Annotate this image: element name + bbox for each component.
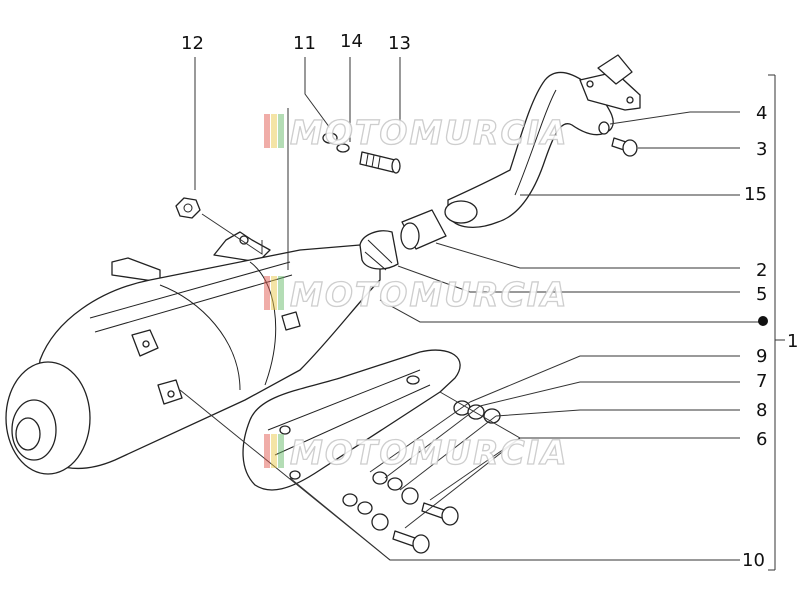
nut-12 xyxy=(175,197,201,219)
watermark-text-top: MOTOMURCIA xyxy=(290,113,569,152)
stud-bolt-13 xyxy=(359,151,401,174)
callout-4: 4 xyxy=(756,103,767,124)
heat-shield xyxy=(242,349,461,491)
callout-5: 5 xyxy=(756,284,767,305)
exhaust-gasket xyxy=(400,209,447,250)
screw-10-upper xyxy=(421,502,459,526)
callout-7: 7 xyxy=(756,371,767,392)
bushing-stack-middle xyxy=(372,471,419,505)
callout-11: 11 xyxy=(293,33,316,54)
callout-6: 6 xyxy=(756,429,767,450)
watermark-middle: MOTOMURCIA xyxy=(264,274,569,315)
callout-8: 8 xyxy=(756,400,767,421)
watermark-text-bottom: MOTOMURCIA xyxy=(290,433,569,472)
watermark-text-middle: MOTOMURCIA xyxy=(290,275,569,314)
callout-13: 13 xyxy=(388,33,411,54)
watermark-bottom: MOTOMURCIA xyxy=(264,432,569,473)
header-pipe xyxy=(444,54,641,228)
callout-10: 10 xyxy=(742,550,765,571)
callout-14: 14 xyxy=(340,31,363,52)
washer-4 xyxy=(598,121,610,135)
callout-labels: 12 11 14 13 4 3 15 2 5 1 9 7 8 6 10 xyxy=(181,31,798,571)
callout-2: 2 xyxy=(756,260,767,281)
reference-dot xyxy=(758,316,768,326)
muffler-assembly xyxy=(5,231,381,475)
callout-12: 12 xyxy=(181,33,204,54)
screw-10-lower xyxy=(392,530,430,554)
leader-lines xyxy=(179,57,785,571)
watermark-top: MOTOMURCIA xyxy=(264,112,569,153)
callout-15: 15 xyxy=(744,184,767,205)
callout-3: 3 xyxy=(756,139,767,160)
bushing-stack-lower xyxy=(342,493,389,531)
callout-9: 9 xyxy=(756,346,767,367)
washer-14 xyxy=(336,143,350,153)
screw-3 xyxy=(611,137,638,157)
washer-11 xyxy=(322,132,338,144)
callout-1: 1 xyxy=(787,331,798,352)
exhaust-clamp xyxy=(359,230,399,271)
